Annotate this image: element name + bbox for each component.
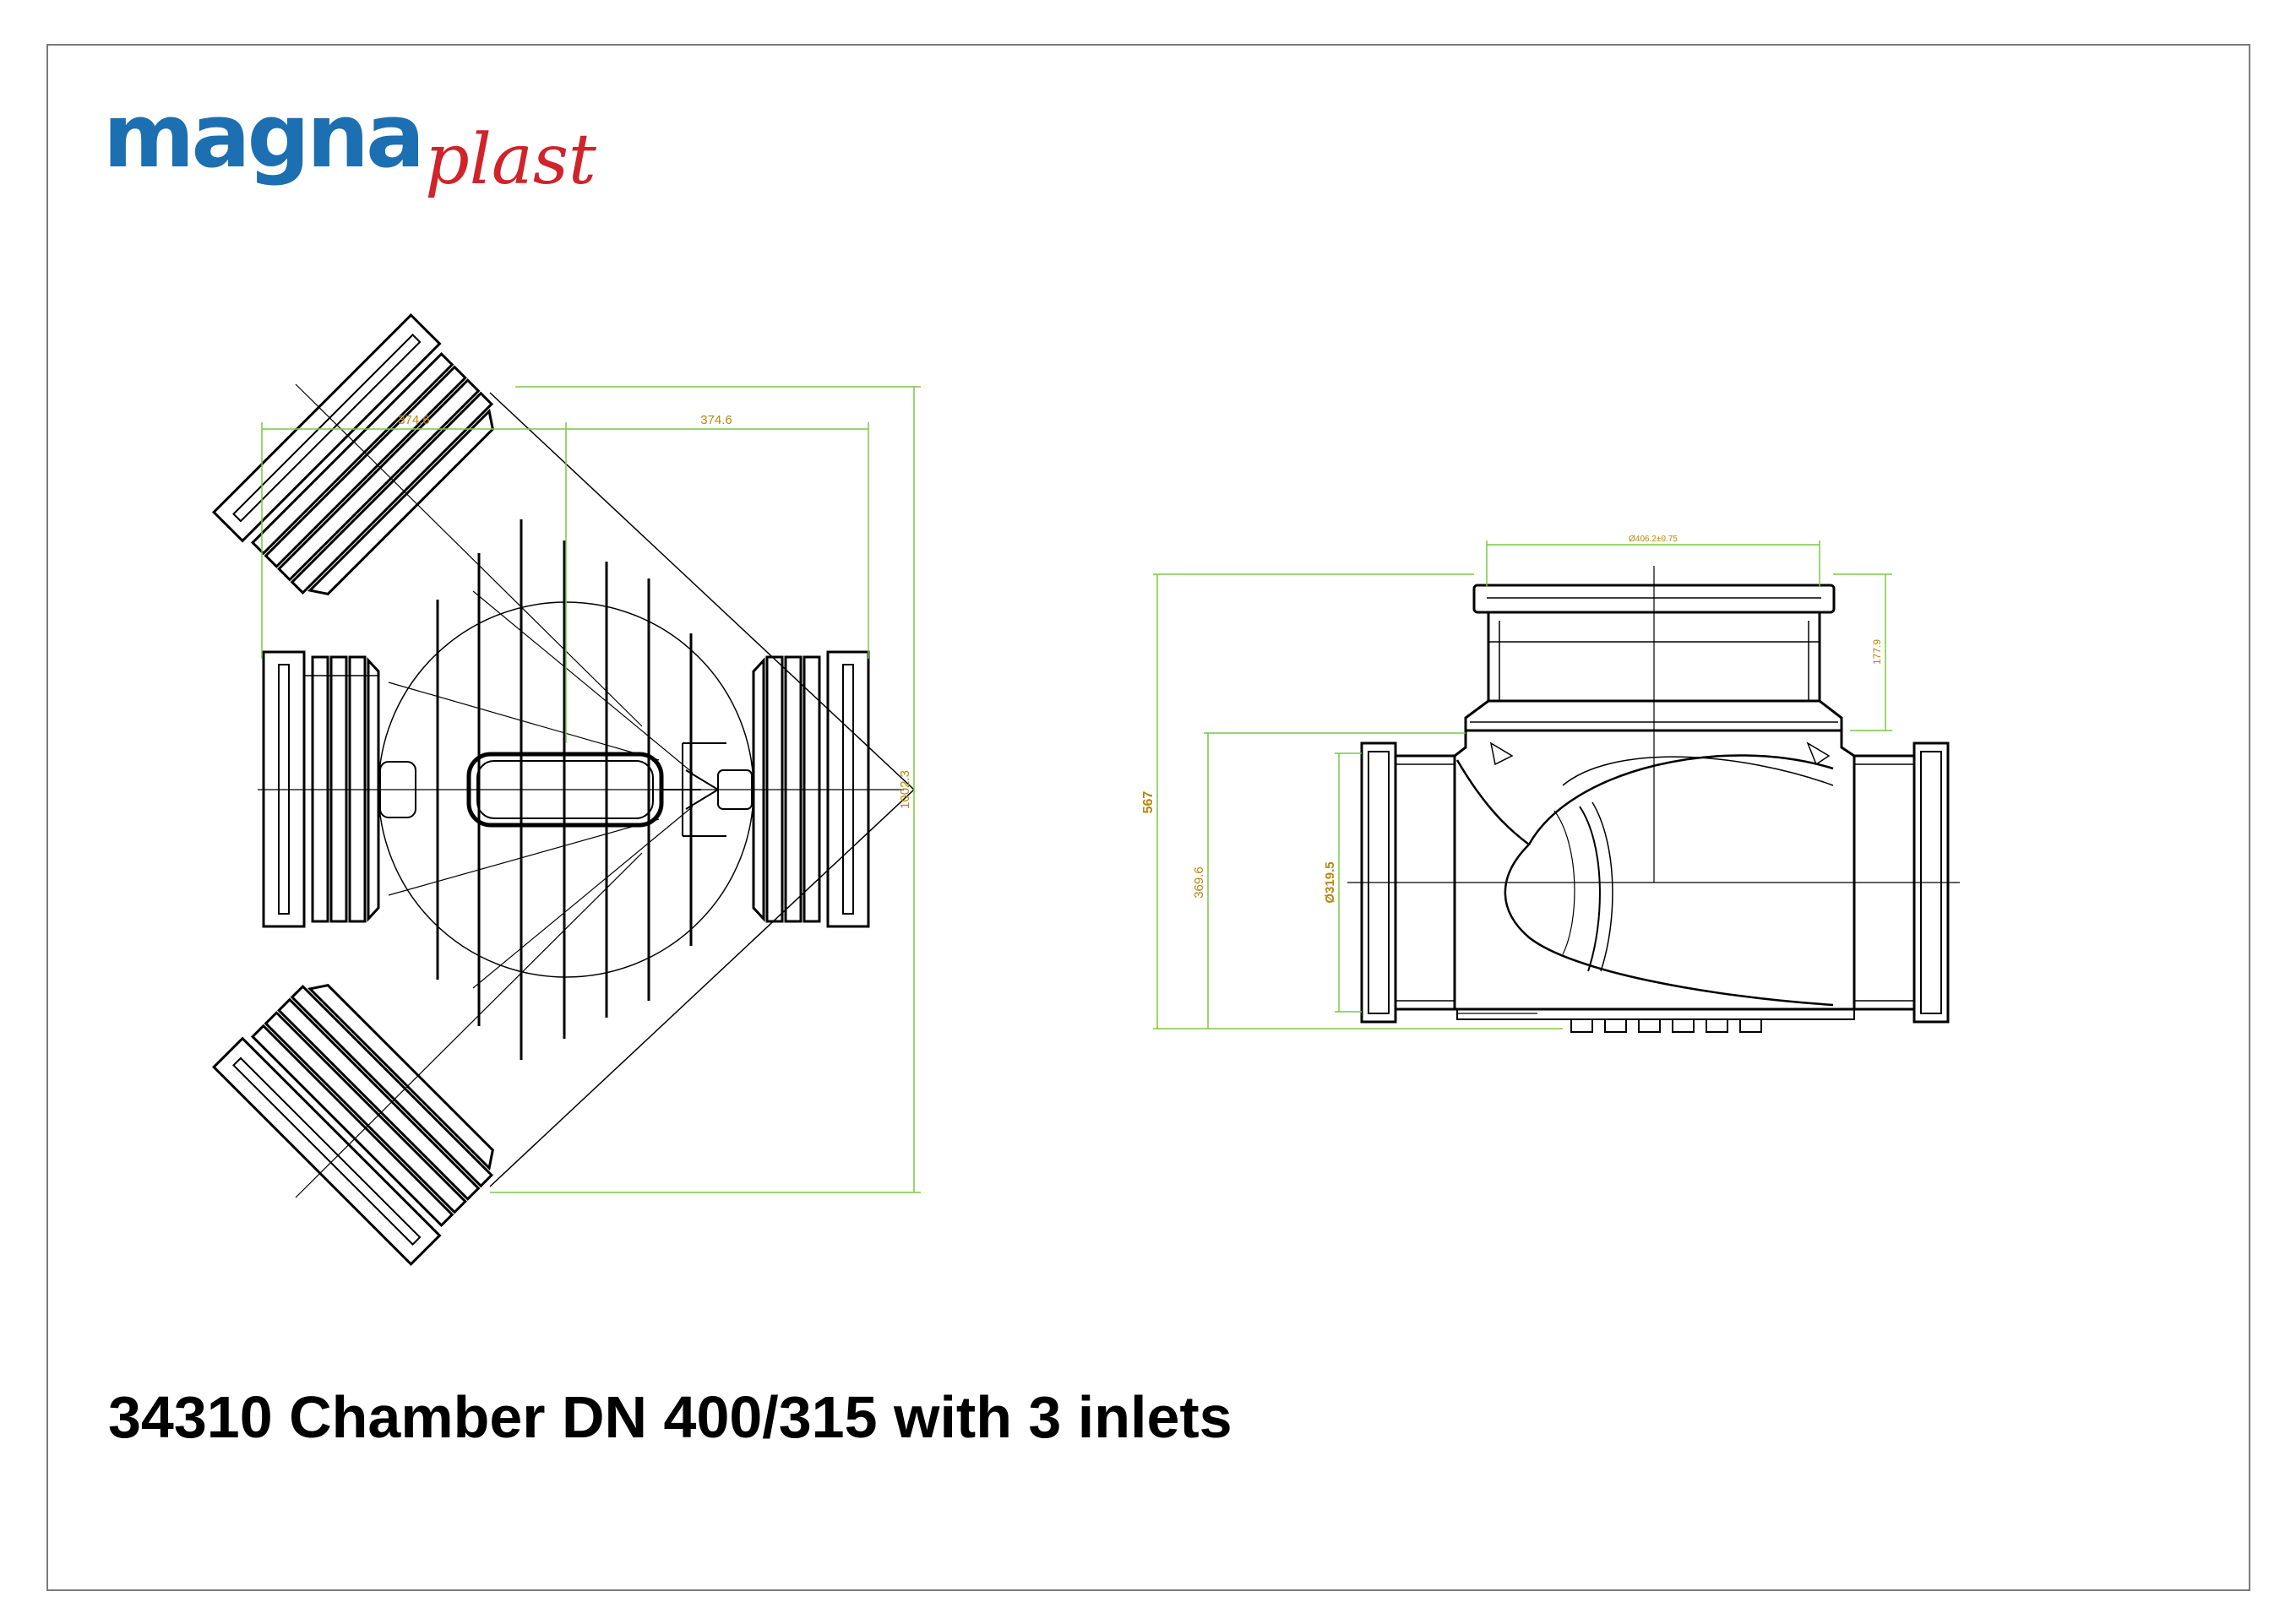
inlet-axis-lower: [295, 852, 643, 1198]
upper-inlet-socket: [211, 312, 494, 595]
dim-total-height: 567: [1141, 791, 1156, 814]
dim-top-diameter: Ø406.2±0.75: [1629, 535, 1678, 544]
side-center-lines: [1347, 566, 1960, 883]
sheet-border: [46, 44, 2250, 1591]
dim-left-width: 374.6: [398, 413, 430, 427]
logo-plast-text: plast: [425, 120, 596, 200]
dim-axis-height: 369.6: [1192, 866, 1206, 899]
left-inlet-socket: [262, 650, 380, 928]
side-dimension-lines: [1153, 540, 1892, 1029]
magnaplast-logo: magnaplast: [103, 84, 596, 203]
vertical-ribs: [436, 519, 693, 1060]
right-outlet-socket: [752, 650, 870, 928]
plan-view: [211, 312, 921, 1267]
dim-top-height: 177.9: [1871, 639, 1883, 665]
right-opening: [717, 769, 753, 810]
plan-dimension-lines: [261, 386, 921, 1193]
drawing-title: 34310 Chamber DN 400/315 with 3 inlets: [108, 1384, 1232, 1450]
dim-plan-height: 1002.3: [898, 770, 912, 809]
central-channel-inner: [476, 760, 654, 819]
side-view: [1153, 540, 1960, 1033]
left-opening: [379, 761, 416, 818]
lower-inlet-socket: [211, 984, 494, 1267]
channel-lines: [388, 590, 694, 989]
dim-right-width: 374.6: [700, 413, 732, 427]
dim-pipe-diameter: Ø319.5: [1323, 861, 1337, 903]
logo-magna-text: magna: [103, 84, 425, 187]
base-feet: [1456, 1008, 1855, 1033]
